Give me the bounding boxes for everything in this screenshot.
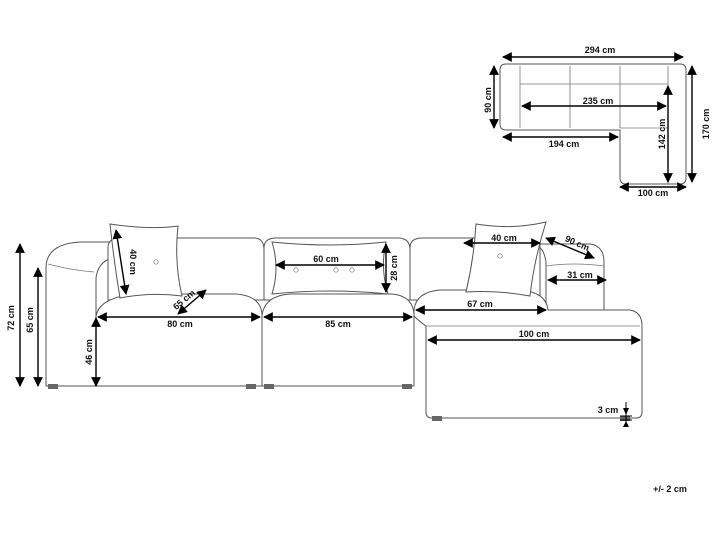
- cushion-button: [333, 267, 339, 273]
- leg-4: [402, 384, 412, 389]
- label-194: 194 cm: [549, 139, 580, 149]
- dim-line-90-diagonal: [545, 236, 595, 260]
- dim-line-65-diagonal: [177, 289, 207, 315]
- label-235: 235 cm: [583, 96, 614, 106]
- cushion-button: [293, 267, 299, 273]
- label-142: 142 cm: [657, 119, 667, 150]
- leg-2: [246, 384, 256, 389]
- chaise-seat: [413, 289, 643, 419]
- leg-5: [432, 416, 442, 421]
- label-60: 60 cm: [313, 254, 339, 264]
- label-85: 85 cm: [325, 319, 351, 329]
- cushion-rect: [271, 241, 389, 295]
- leg-6: [620, 416, 630, 421]
- label-40-vertical: 40 cm: [128, 249, 138, 275]
- label-46: 46 cm: [84, 339, 94, 365]
- dim-line-40-vertical: [112, 229, 130, 295]
- top-view: 294 cm 90 cm 235 cm 142 cm 170 cm 194 cm…: [483, 45, 711, 198]
- front-view: 72 cm 65 cm 46 cm 40 cm 65 cm 80 cm 85 c…: [6, 221, 643, 427]
- label-67: 67 cm: [467, 299, 493, 309]
- cushion-button: [497, 253, 503, 259]
- label-100-top: 100 cm: [638, 188, 669, 198]
- label-65-height: 65 cm: [25, 307, 35, 333]
- label-28: 28 cm: [389, 255, 399, 281]
- leg-3: [264, 384, 274, 389]
- cushion-button: [153, 259, 159, 265]
- label-100-front: 100 cm: [519, 329, 550, 339]
- leg-1: [48, 384, 58, 389]
- label-31: 31 cm: [567, 270, 593, 280]
- label-72: 72 cm: [6, 305, 16, 331]
- label-40-horizontal: 40 cm: [491, 233, 517, 243]
- label-294: 294 cm: [585, 45, 616, 55]
- label-170: 170 cm: [701, 109, 711, 140]
- label-90-top: 90 cm: [483, 87, 493, 113]
- cushion-button: [349, 267, 355, 273]
- label-80: 80 cm: [167, 319, 193, 329]
- tolerance-note: +/- 2 cm: [653, 484, 687, 494]
- seat-2: [261, 293, 415, 387]
- label-3: 3 cm: [598, 405, 619, 415]
